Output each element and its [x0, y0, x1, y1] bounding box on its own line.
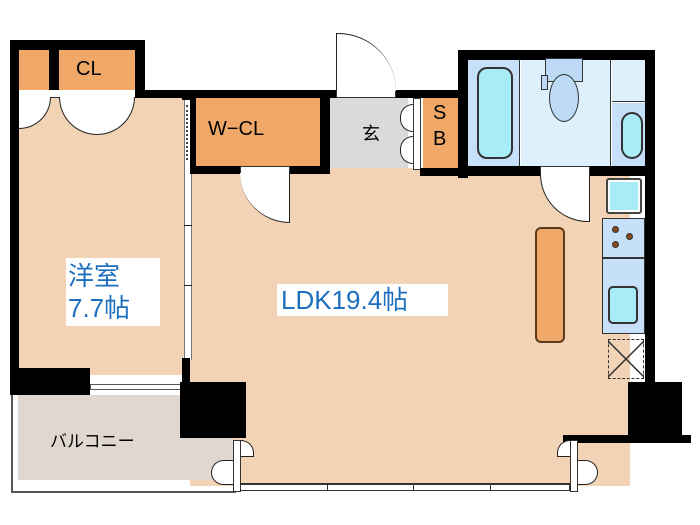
balcony-door-left-lower[interactable] [211, 460, 233, 485]
closet [59, 50, 135, 90]
balcony-door-right-upper[interactable] [557, 440, 570, 457]
wall-right [645, 50, 655, 390]
small-closet [19, 50, 49, 90]
bath-wall-left [458, 50, 468, 178]
balcony-label: バルコニー [50, 432, 135, 451]
wall-partition-top [182, 90, 192, 100]
shoe-box-label-b: B [433, 128, 447, 150]
sliding-partition-dots [186, 105, 188, 160]
front-door[interactable] [336, 33, 396, 91]
window-mullion-3 [490, 483, 491, 491]
wall-cl-divider [49, 40, 59, 95]
pillar-left [180, 382, 246, 438]
western-room-size: 7.7帖 [68, 293, 131, 323]
sliding-partition-handle-1 [184, 225, 192, 226]
ldk-window[interactable] [240, 483, 570, 491]
walk-in-closet [196, 98, 320, 166]
kitchen-island [535, 227, 565, 343]
wall-left [10, 40, 19, 392]
wall-cl-right [135, 40, 145, 98]
washbasin [621, 112, 643, 159]
balcony-door-post-right [570, 440, 578, 492]
western-room-label: 洋室 7.7帖 [66, 258, 160, 326]
stove [602, 218, 645, 258]
washroom-upper [612, 60, 645, 102]
shoebox-door-strip [413, 98, 421, 170]
window-mullion-1 [327, 483, 328, 491]
bathtub [477, 67, 513, 159]
kitchen-sink-small [606, 178, 642, 214]
pillar-right [628, 382, 682, 442]
western-room-floor [18, 95, 184, 375]
wcl-wall-right [320, 90, 330, 170]
burner-3 [612, 241, 619, 248]
kitchen-sink [608, 286, 638, 324]
closet-label: CL [76, 58, 102, 80]
entrance [330, 98, 408, 168]
bath-wall-top [462, 50, 655, 60]
entrance-wall-bottom [420, 168, 465, 176]
ldk-label: LDK19.4帖 [277, 284, 449, 316]
toilet-paper [541, 75, 548, 90]
wall-top-left [10, 40, 145, 50]
front-door-opening [336, 90, 396, 98]
entrance-label: 玄 [362, 124, 380, 144]
balcony-outline [11, 393, 236, 493]
sliding-partition[interactable] [184, 100, 192, 360]
walk-in-closet-label: W−CL [208, 118, 265, 140]
wall-bottom-right [563, 435, 691, 443]
balcony-door-right-lower[interactable] [578, 460, 598, 485]
wcl-wall-left [190, 90, 196, 170]
burner-2 [626, 233, 633, 240]
wall-western-bottom-left [10, 368, 90, 395]
wall-top-middle [135, 90, 335, 98]
western-room-name: 洋室 [68, 261, 121, 291]
window-mullion-2 [413, 483, 414, 491]
western-window[interactable] [90, 384, 182, 390]
balcony-door-post-left [233, 440, 241, 492]
shoe-box-label-s: S [433, 102, 447, 124]
sliding-partition-handle-2 [184, 285, 192, 286]
shoe-box [423, 98, 458, 168]
entrance-wall-top [330, 90, 465, 98]
burner-1 [612, 226, 619, 233]
fridge-space [608, 339, 644, 379]
toilet-bowl [549, 74, 579, 122]
